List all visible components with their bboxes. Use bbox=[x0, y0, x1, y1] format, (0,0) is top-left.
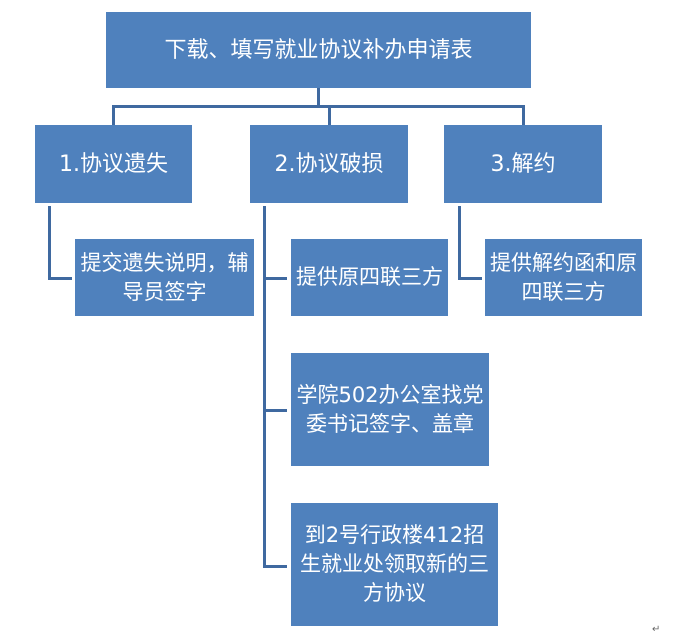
connector bbox=[48, 206, 51, 279]
paragraph-mark-icon: ↵ bbox=[652, 624, 661, 635]
branch-cancel: 3.解约 bbox=[444, 125, 602, 203]
connector bbox=[263, 206, 266, 568]
connector bbox=[263, 277, 287, 280]
step-damaged-1: 提供原四联三方 bbox=[291, 239, 448, 316]
connector bbox=[458, 277, 482, 280]
connector bbox=[263, 409, 287, 412]
connector bbox=[458, 206, 461, 279]
connector bbox=[112, 105, 525, 108]
branch-damaged: 2.协议破损 bbox=[250, 125, 408, 203]
connector bbox=[317, 88, 320, 107]
step-damaged-2: 学院502办公室找党委书记签字、盖章 bbox=[291, 353, 489, 466]
connector bbox=[48, 277, 72, 280]
branch-lost: 1.协议遗失 bbox=[35, 125, 192, 203]
connector bbox=[328, 105, 331, 125]
step-cancel-1: 提供解约函和原四联三方 bbox=[485, 239, 642, 316]
connector bbox=[522, 105, 525, 125]
root-node: 下载、填写就业协议补办申请表 bbox=[106, 12, 531, 88]
step-damaged-3: 到2号行政楼412招生就业处领取新的三方协议 bbox=[291, 503, 498, 626]
connector bbox=[263, 565, 287, 568]
step-lost-1: 提交遗失说明，辅导员签字 bbox=[75, 239, 254, 316]
connector bbox=[112, 105, 115, 125]
